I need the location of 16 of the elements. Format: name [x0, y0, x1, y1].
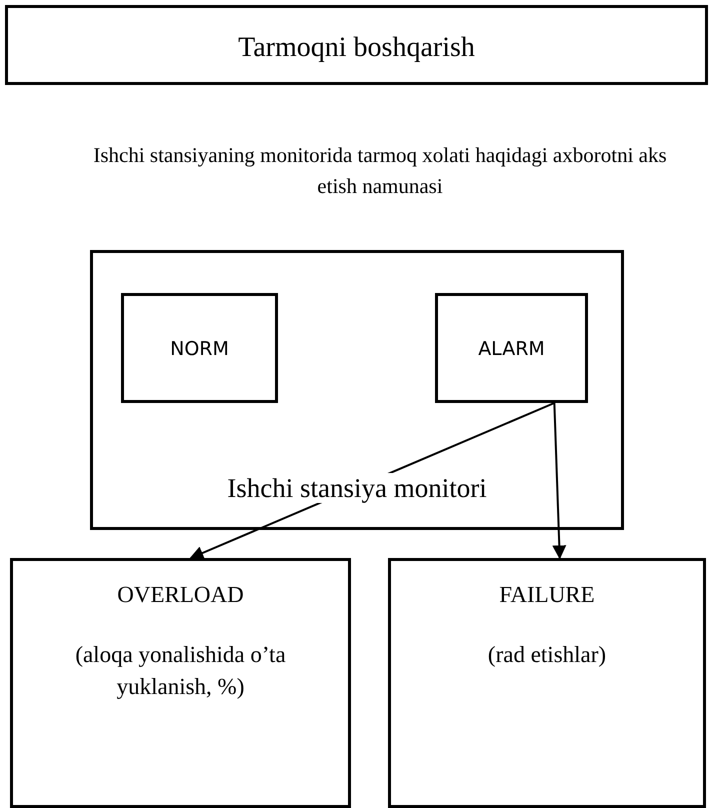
category-box [10, 558, 351, 808]
category-box [388, 558, 706, 808]
monitor-box [90, 250, 624, 530]
box-description: (aloqa yonalishida o’ta yuklanish, %) [75, 642, 286, 700]
arrow [552, 402, 566, 560]
status-box [121, 293, 278, 403]
title-box [5, 5, 708, 85]
caption-text: Ishchi stansiyaning monitorida tarmoq xolati haqidagi axborotni aks etish namunasi [92, 142, 668, 200]
box-title: Ishchi stansiya monitori [227, 473, 487, 503]
box-title: Tarmoqni boshqarish [238, 32, 475, 63]
box-title: OVERLOAD [117, 582, 244, 607]
status-box [435, 293, 588, 403]
box-title: ALARM [478, 338, 545, 360]
box-description: (rad etishlar) [488, 642, 606, 667]
box-title: NORM [170, 338, 229, 360]
box-title: FAILURE [499, 582, 595, 607]
